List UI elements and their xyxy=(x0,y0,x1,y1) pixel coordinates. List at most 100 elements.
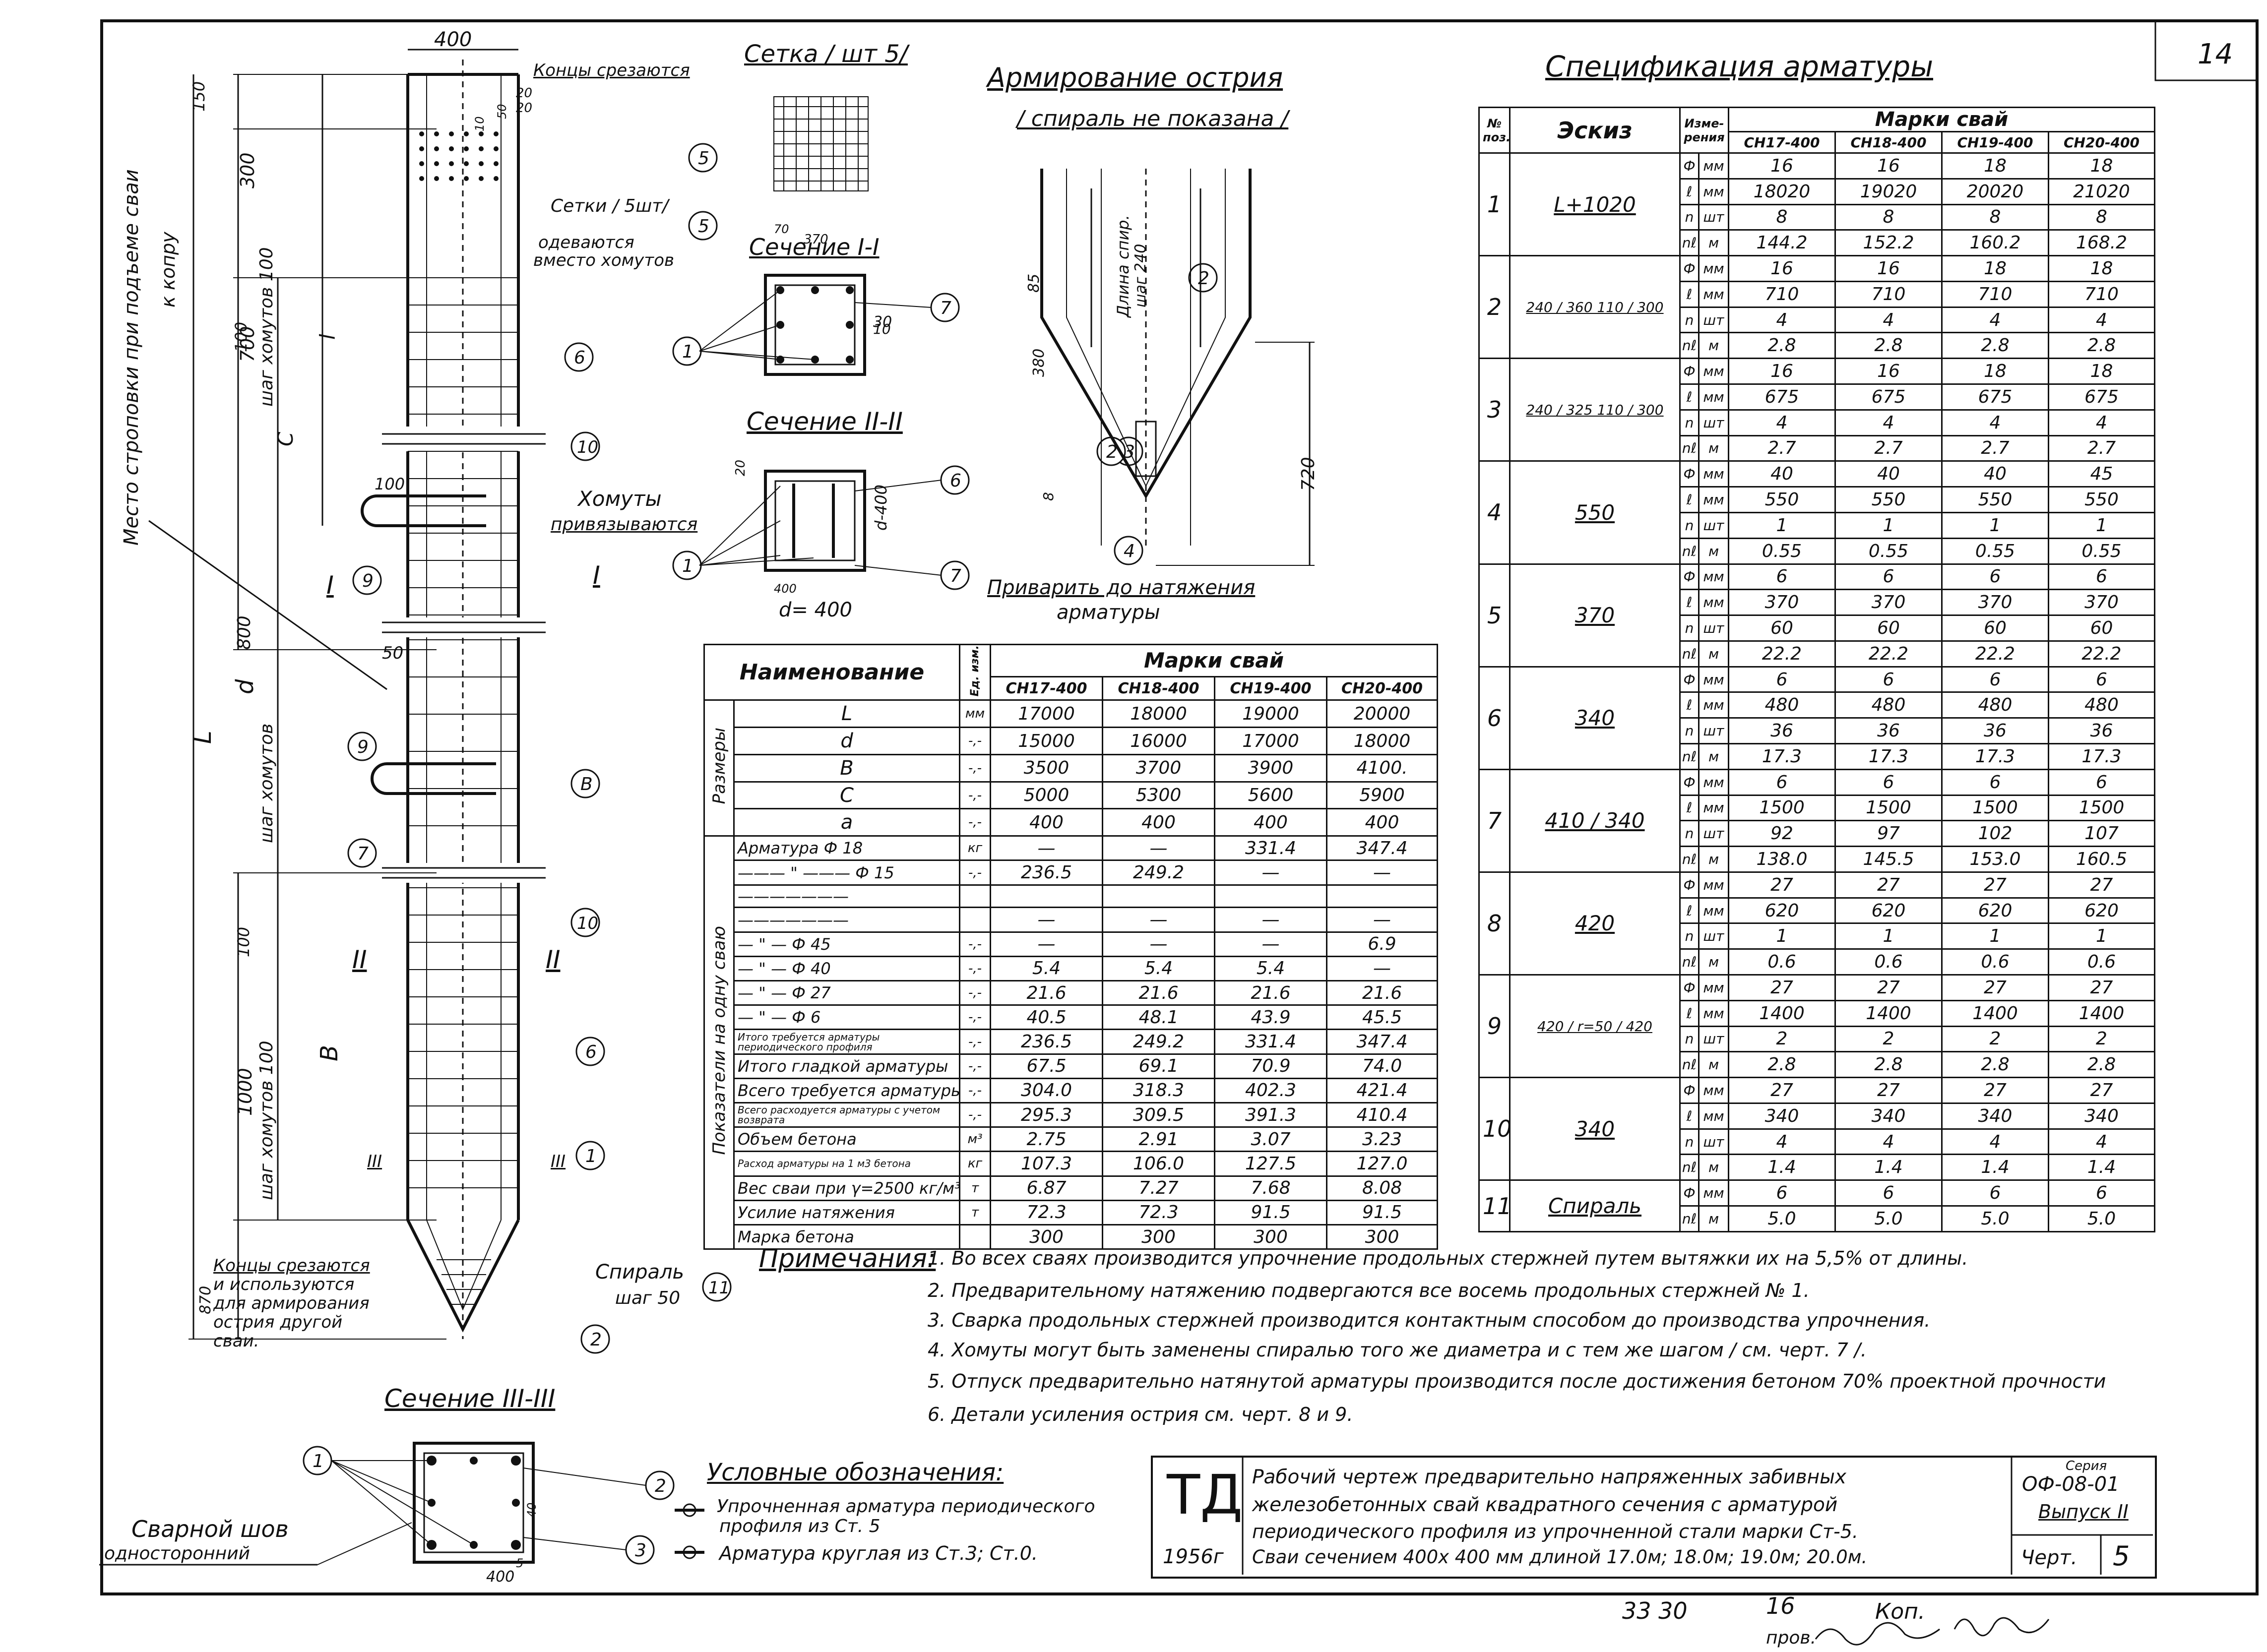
cell-value: 2.75 xyxy=(990,1126,1104,1153)
spec-sym: ℓ xyxy=(1679,486,1700,513)
spec-sym: nℓ xyxy=(1679,948,1700,976)
spec-unit: шт xyxy=(1698,203,1729,231)
svg-text:6: 6 xyxy=(585,1042,597,1062)
label-weld-to-tension: Приварить до натяжения xyxy=(987,576,1256,599)
cell-value: 2.91 xyxy=(1102,1126,1216,1153)
spec-sym: ℓ xyxy=(1679,691,1700,719)
spec-pos: 8 xyxy=(1478,871,1511,976)
sec-mark-II-left: II xyxy=(352,945,367,974)
spec-cell: 6 xyxy=(2047,666,2156,693)
spec-cell: 675 xyxy=(1728,383,1836,411)
dimension-value: 10 xyxy=(873,321,891,337)
spec-cell: 0.6 xyxy=(1941,948,2049,976)
table-row: Всего расходуется арматуры с учетом возв… xyxy=(704,1101,1439,1128)
spec-cell: 2.7 xyxy=(1728,434,1836,462)
spec-cell: 102 xyxy=(1941,820,2049,848)
spec-unit: м xyxy=(1698,434,1729,462)
spec-cell: 340 xyxy=(1941,1102,2049,1130)
spec-cell: 36 xyxy=(1941,717,2049,744)
spec-cell: 1 xyxy=(1728,922,1836,950)
cell-value: 309.5 xyxy=(1102,1101,1216,1128)
svg-text:1: 1 xyxy=(313,1451,324,1471)
svg-text:11: 11 xyxy=(708,1278,730,1298)
dimension-value: l xyxy=(315,334,340,340)
label-ends-cut-bottom-2: и используются xyxy=(213,1275,355,1294)
spec-header-pos: № поз. xyxy=(1478,107,1511,154)
spec-cell: 1.4 xyxy=(1728,1154,1836,1181)
spec-cell: 27 xyxy=(1728,871,1836,899)
spec-cell: 6 xyxy=(2047,563,2156,591)
label-spiral: Спираль xyxy=(595,1261,685,1284)
row-unit: -,- xyxy=(959,955,992,982)
row-unit: -,- xyxy=(959,753,992,783)
spec-cell: 36 xyxy=(2047,717,2156,744)
row-name: Вес сваи при γ=2500 кг/м³ xyxy=(733,1175,961,1201)
svg-text:2: 2 xyxy=(655,1476,666,1496)
spec-cell: 6 xyxy=(1728,1179,1836,1207)
cell-value xyxy=(1102,884,1216,909)
spec-cell: 4 xyxy=(1728,306,1836,334)
spec-cell: 1 xyxy=(1834,511,1943,539)
spec-cell: 160.5 xyxy=(2047,846,2156,873)
dimension-value: 8 xyxy=(1040,492,1057,501)
spec-cell: 4 xyxy=(1834,409,1943,436)
spec-sym: nℓ xyxy=(1679,1154,1700,1181)
spec-cell: 22.2 xyxy=(1728,640,1836,668)
row-name: — " — Ф 6 xyxy=(733,1004,961,1031)
spec-header-marks: Марки свай xyxy=(1727,107,2156,132)
spec-cell: 675 xyxy=(1834,383,1943,411)
cell-value: 16000 xyxy=(1102,727,1216,755)
cell-value: 5600 xyxy=(1214,781,1328,810)
dimension-value: 5 xyxy=(516,1556,524,1570)
spec-sym: Ф xyxy=(1679,666,1700,693)
spec-cell: 1 xyxy=(2047,922,2156,950)
spec-cell: 27 xyxy=(1728,1077,1836,1104)
spec-cell: 16 xyxy=(1728,152,1836,180)
mesh-dot xyxy=(479,161,484,166)
spec-cell: 1500 xyxy=(1941,794,2049,822)
label-weld-to-tension-2: арматуры xyxy=(1057,601,1160,624)
spec-sym: ℓ xyxy=(1679,280,1700,308)
pile-elevation xyxy=(361,60,546,1339)
spec-sym: Ф xyxy=(1679,974,1700,1001)
mesh-dot xyxy=(479,176,484,181)
spec-cell: 145.5 xyxy=(1834,846,1943,873)
stamp-desc-4: Сваи сечением 400х 400 мм длиной 17.0м; … xyxy=(1252,1546,1868,1568)
spec-cell: 16 xyxy=(1834,358,1943,385)
spec-unit: шт xyxy=(1698,717,1729,744)
svg-text:7: 7 xyxy=(357,844,369,864)
mesh-dot xyxy=(479,131,484,136)
tip-title: Армирование острия xyxy=(987,62,1283,93)
spec-cell: 550 xyxy=(1728,486,1836,513)
mesh-dot xyxy=(434,176,439,181)
svg-text:5: 5 xyxy=(698,216,709,237)
spec-cell: 2 xyxy=(2047,1025,2156,1053)
svg-text:10: 10 xyxy=(577,437,598,457)
spec-unit: мм xyxy=(1698,666,1729,693)
mesh-dot xyxy=(419,161,424,166)
spec-cell: 2 xyxy=(1941,1025,2049,1053)
cell-value: 6.87 xyxy=(990,1175,1104,1201)
row-name: a xyxy=(733,808,961,837)
spec-cell: 2 xyxy=(1728,1025,1836,1053)
spec-cell: 6 xyxy=(1728,666,1836,693)
spec-pos: 4 xyxy=(1478,460,1511,565)
cell-value: 91.5 xyxy=(1326,1199,1439,1225)
spec-unit: м xyxy=(1698,742,1729,770)
dimension-value: L xyxy=(189,731,217,744)
row-name: Всего расходуется арматуры с учетом возв… xyxy=(733,1101,961,1128)
spec-cell: 1 xyxy=(1834,922,1943,950)
cell-value: 70.9 xyxy=(1214,1053,1328,1079)
table-row: ——————————— xyxy=(704,907,1439,933)
spec-cell: 8 xyxy=(2047,203,2156,231)
dimension-value: 20 xyxy=(733,459,748,476)
spec-cell: 620 xyxy=(1728,897,1836,924)
dimension-value: 40 xyxy=(525,1502,539,1518)
cell-value: — xyxy=(990,835,1104,861)
row-unit: кг xyxy=(959,835,992,861)
spec-cell: 6 xyxy=(1941,1179,2049,1207)
